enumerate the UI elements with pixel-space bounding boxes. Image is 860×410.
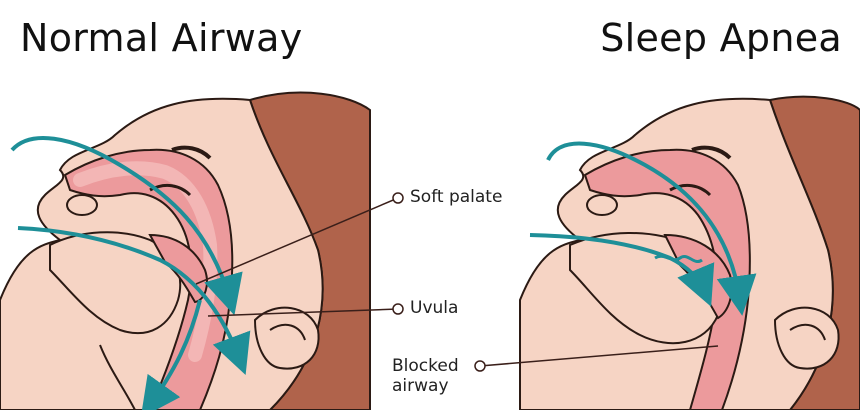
- circle-marker-icon: [392, 192, 404, 204]
- label-blocked-airway-line1: Blocked: [392, 356, 459, 376]
- airflow-mouth-left: [17, 226, 251, 375]
- sleep-apnea-head: [519, 95, 860, 410]
- leader-blocked-airway: [479, 345, 719, 367]
- leader-soft-palate: [195, 197, 399, 285]
- eye-right: [669, 183, 712, 197]
- ear-left: [253, 306, 320, 370]
- circle-marker-icon: [474, 360, 486, 372]
- label-blocked-airway-line2: airway: [392, 376, 449, 396]
- nostril-right: [586, 194, 618, 216]
- label-uvula: Uvula: [410, 298, 459, 318]
- ear-right: [773, 306, 840, 370]
- circle-marker-icon: [392, 303, 404, 315]
- callout-lines: [195, 192, 719, 372]
- title-normal-airway: Normal Airway: [20, 16, 303, 60]
- leader-uvula: [207, 308, 399, 317]
- ear-inner-left: [269, 323, 306, 341]
- title-sleep-apnea: Sleep Apnea: [600, 16, 842, 60]
- airflow-mouth-right: [529, 233, 715, 307]
- brow-left: [171, 145, 212, 160]
- airflow-nose-right: [546, 141, 757, 316]
- ear-inner-right: [789, 323, 826, 341]
- brow-right: [691, 145, 732, 160]
- nostril-left: [66, 194, 98, 216]
- label-blocked-airway: Blocked airway: [392, 356, 459, 396]
- airflow-throat-left: [140, 299, 202, 410]
- airflow-squiggle-right: [654, 254, 703, 263]
- tongue-left: [49, 231, 182, 335]
- normal-airway-head: [0, 91, 371, 410]
- neck-left: [99, 344, 136, 410]
- label-soft-palate: Soft palate: [410, 187, 503, 207]
- airflow-nose-left: [10, 136, 243, 316]
